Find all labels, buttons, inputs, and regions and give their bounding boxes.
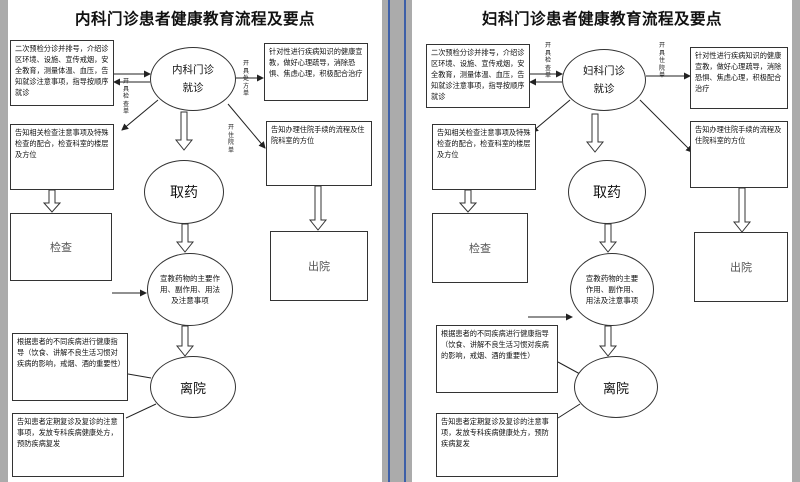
followup-box: 告知患者定期复诊及复诊的注意事项，发放专科疾病健康处方，预防疾病复发 xyxy=(12,413,124,477)
block-arrow-notice-to-exam xyxy=(458,189,478,213)
followup-box: 告知患者定期复诊及复诊的注意事项，发放专科疾病健康处方，预防疾病复发 xyxy=(436,413,558,477)
page-gynecology: 妇科门诊患者健康教育流程及要点 二次预检分诊并排号，介绍诊区环境、设施、宣传戒烟… xyxy=(412,0,792,482)
main-visit-node: 妇科门诊 就诊 xyxy=(562,49,646,111)
block-arrow-medicine-to-drug xyxy=(598,223,618,253)
block-arrow-drug-to-leave xyxy=(598,325,618,357)
label-prescription: 开具处方单 xyxy=(242,60,249,97)
medicine-pickup-node: 取药 xyxy=(144,160,224,224)
health-guidance-box: 根据患者的不同疾病进行健康指导（饮食、讲解不良生活习惯对疾病的影响，戒烟、酒的重… xyxy=(436,325,558,393)
block-arrow-drug-to-leave xyxy=(175,325,195,357)
link-guidance-to-leave xyxy=(127,373,152,379)
exam-node: 检查 xyxy=(10,213,112,281)
medicine-pickup-node: 取药 xyxy=(568,160,646,224)
label-exam-order: 开具检查单 xyxy=(122,78,129,115)
block-arrow-main-to-medicine xyxy=(585,113,605,153)
arrow-main-to-admission xyxy=(639,99,693,153)
psych-support-box: 针对性进行疾病知识的健康宣教，做好心理疏导，消除恐惧、焦虑心理，积极配合治疗 xyxy=(264,43,368,101)
admission-notice-box: 告知办理住院手续的流程及住院科室的方位 xyxy=(690,121,788,188)
psych-support-box: 针对性进行疾病知识的健康宣教，做好心理疏导，消除恐惧、焦虑心理，积极配合治疗 xyxy=(690,47,788,109)
label-prescription: 开具住院单 xyxy=(658,42,665,79)
leave-hospital-node: 离院 xyxy=(150,356,236,418)
page-internal-medicine: 内科门诊患者健康教育流程及要点 二次预检分诊并排号，介绍诊区环境、设施、宣传戒烟… xyxy=(8,0,382,482)
drug-info-node: 宣教药物的主要作用、副作用、用法及注意事项 xyxy=(570,253,654,326)
block-arrow-admission-to-discharge xyxy=(732,187,752,233)
admission-notice-box: 告知办理住院手续的流程及住院科室的方位 xyxy=(266,121,372,186)
page-title: 内科门诊患者健康教育流程及要点 xyxy=(74,9,315,28)
block-arrow-medicine-to-drug xyxy=(175,223,195,253)
label-admission-order: 开住院单 xyxy=(227,124,234,154)
health-guidance-box: 根据患者的不同疾病进行健康指导（饮食、讲解不良生活习惯对疾病的影响，戒烟、酒的重… xyxy=(12,333,128,401)
block-arrow-notice-to-exam xyxy=(42,189,62,213)
label-exam-order: 开具检查单 xyxy=(544,42,551,79)
exam-node: 检查 xyxy=(432,213,528,283)
arrow-main-to-exam-notice xyxy=(531,99,571,133)
drug-info-node: 宣教药物的主要作用、副作用、用法及注意事项 xyxy=(147,253,233,326)
main-visit-line1: 妇科门诊 xyxy=(583,65,625,77)
main-visit-line2: 就诊 xyxy=(593,83,615,95)
main-visit-line1: 内科门诊 xyxy=(172,64,214,76)
discharge-box: 出院 xyxy=(270,231,368,301)
block-arrow-main-to-medicine xyxy=(174,111,194,151)
exam-notice-box: 告知相关检查注意事项及特殊检查的配合，检查科室的楼层及方位 xyxy=(432,124,536,190)
leave-hospital-node: 离院 xyxy=(574,356,658,418)
discharge-box: 出院 xyxy=(694,232,788,302)
exam-notice-box: 告知相关检查注意事项及特殊检查的配合，检查科室的楼层及方位 xyxy=(10,124,114,190)
triage-box: 二次预检分诊并排号，介绍诊区环境、设施、宣传戒烟，安全教育，测量体温、血压，告知… xyxy=(426,44,530,108)
main-visit-node: 内科门诊 就诊 xyxy=(150,47,236,111)
link-followup-to-leave xyxy=(125,403,157,419)
link-followup-to-leave xyxy=(557,403,581,419)
main-visit-line2: 就诊 xyxy=(182,82,204,94)
triage-box: 二次预检分诊并排号，介绍诊区环境、设施、宣传戒烟，安全教育，测量体温、血压，告知… xyxy=(10,40,114,106)
page-title: 妇科门诊患者健康教育流程及要点 xyxy=(481,9,722,28)
block-arrow-admission-to-discharge xyxy=(308,185,328,231)
link-guidance-to-leave xyxy=(557,361,581,375)
